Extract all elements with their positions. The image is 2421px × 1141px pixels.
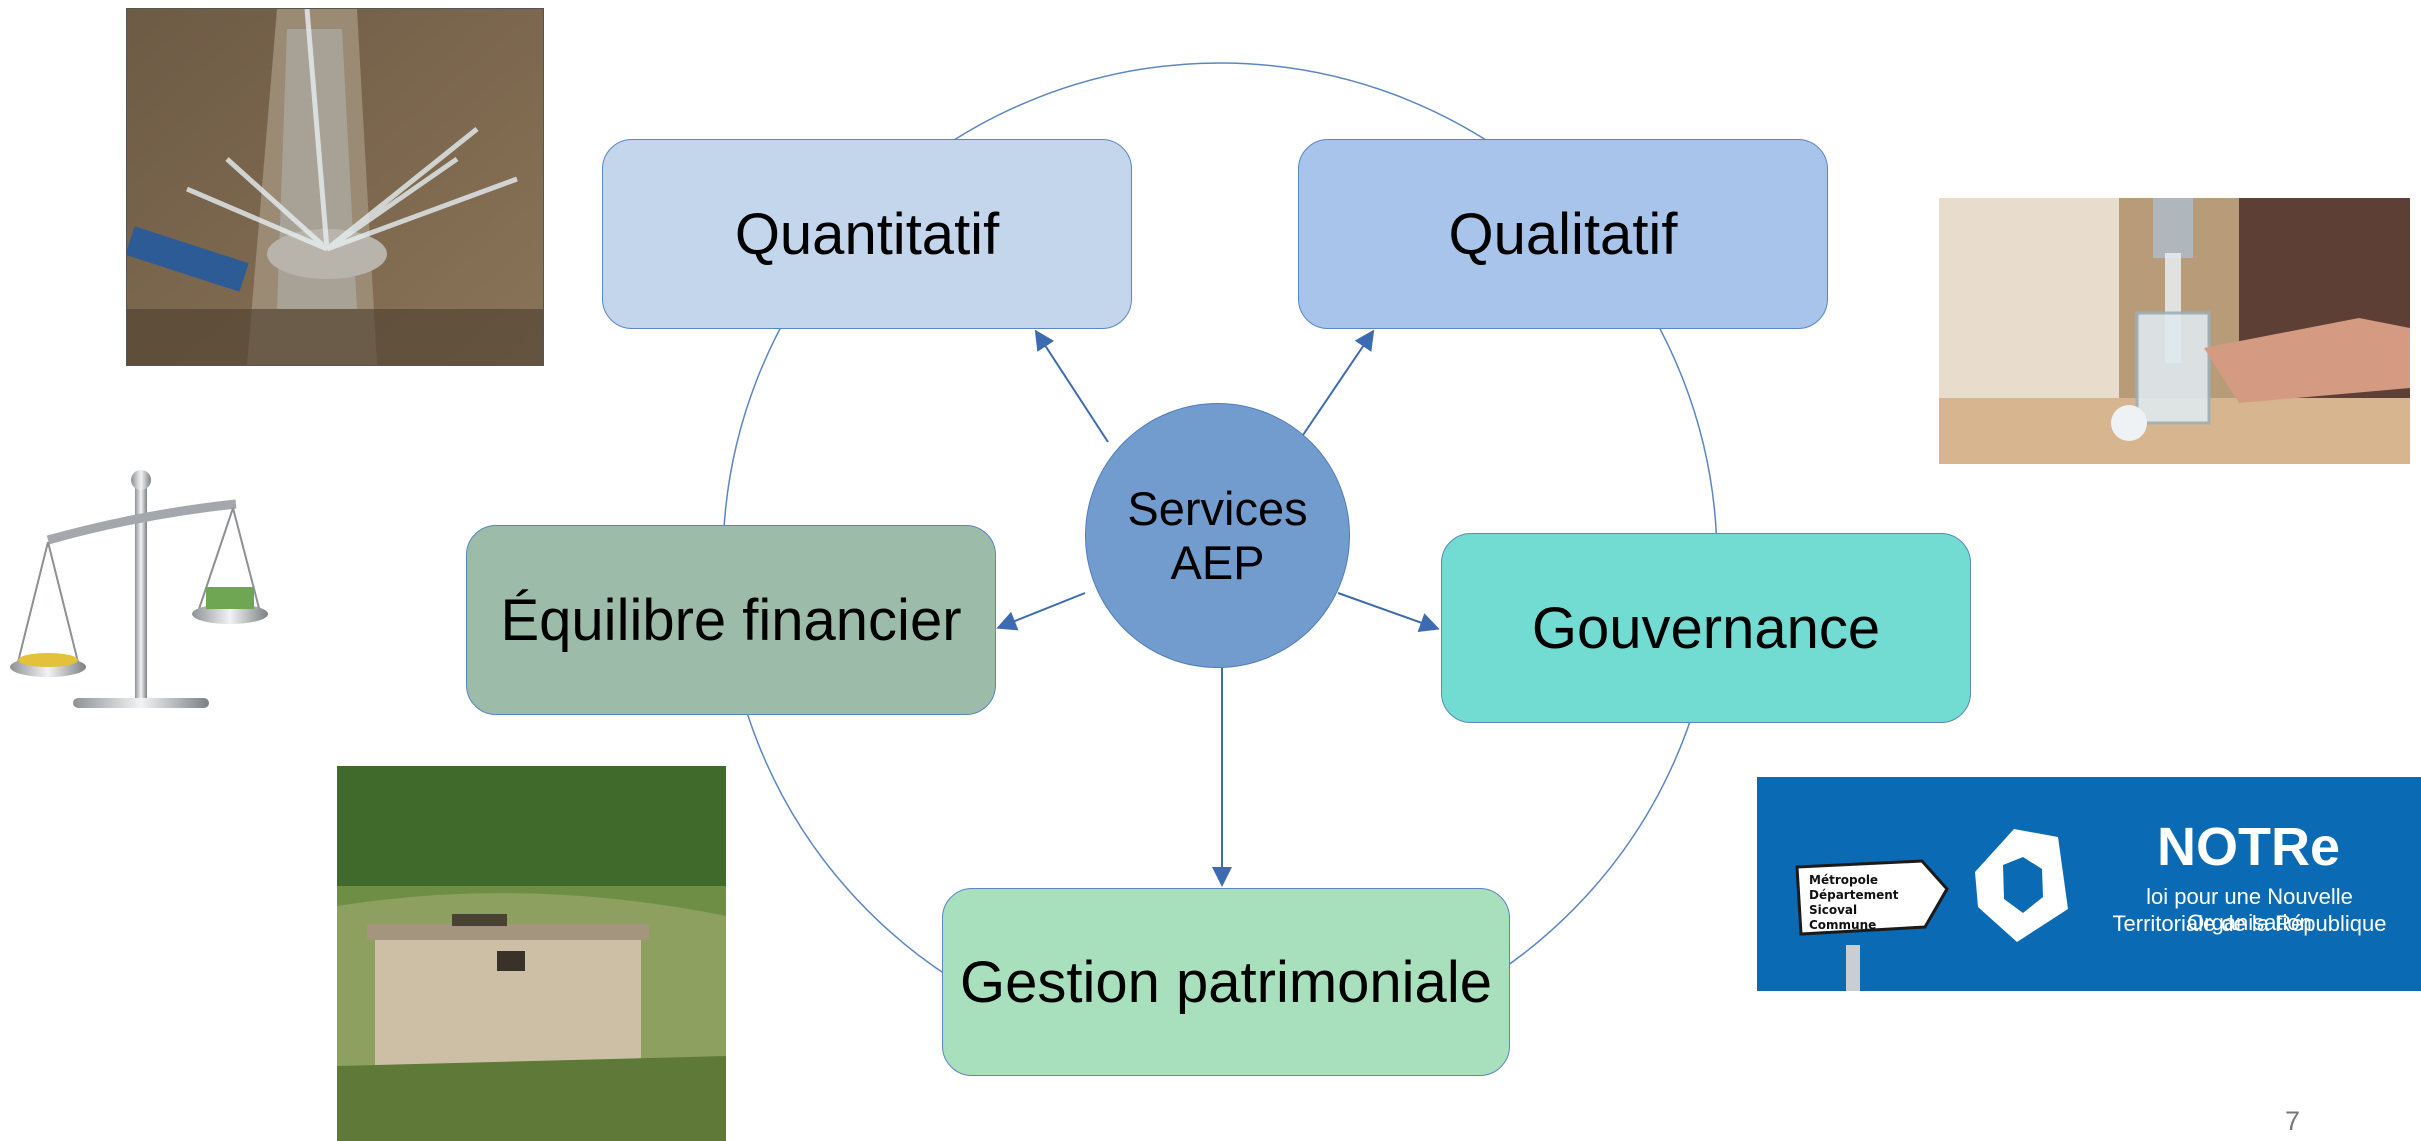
arrow-to-quantitatif [1034,329,1109,443]
node-equilibre-financier: Équilibre financier [466,525,996,715]
arrow-to-equilibre [996,592,1086,631]
sign-line-commune: Commune [1809,918,1877,932]
sign-line-departement: Département [1809,888,1899,902]
node-gestion-patrimoniale: Gestion patrimoniale [942,888,1510,1076]
node-qualitatif: Qualitatif [1298,139,1828,329]
node-qualitatif-label: Qualitatif [1448,201,1678,267]
center-services-aep: Services AEP [1085,403,1350,668]
notre-sign-text: Métropole Département Sicoval Commune [1809,873,1899,933]
notre-subtitle-line2: Territoriale de la République [2112,911,2387,936]
center-line2: AEP [1170,535,1265,589]
node-gestion-label: Gestion patrimoniale [960,949,1492,1015]
node-gouvernance: Gouvernance [1441,533,1971,723]
node-quantitatif: Quantitatif [602,139,1132,329]
arrow-to-gouvernance [1337,592,1440,633]
sign-line-sicoval: Sicoval [1809,903,1858,917]
node-quantitatif-label: Quantitatif [734,201,1000,267]
notre-law-banner: Métropole Département Sicoval Commune NO… [1757,777,2421,991]
node-gouvernance-label: Gouvernance [1531,595,1881,661]
burst-pipe-photo [126,8,544,366]
water-tank-photo [337,766,726,1141]
water-tap-photo [1939,198,2410,464]
node-equilibre-label: Équilibre financier [500,587,962,653]
arrow-to-qualitatif [1302,329,1375,436]
notre-title: NOTRe [2157,817,2341,877]
page-number: 7 [2285,1106,2301,1136]
sign-line-metropole: Métropole [1809,873,1879,887]
notre-subtitle-line1: loi pour une Nouvelle Organisation [2146,884,2353,935]
balance-scale-icon [8,462,268,716]
center-line1: Services [1127,481,1308,535]
